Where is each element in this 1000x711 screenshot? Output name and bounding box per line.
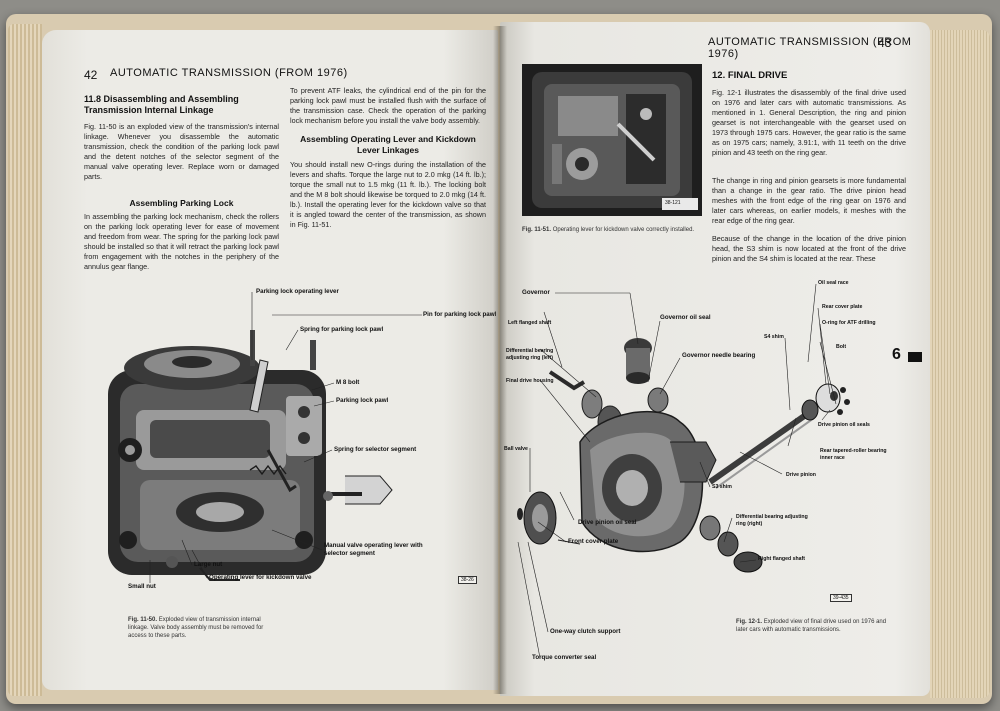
callout-small-nut: Small nut [128,583,156,590]
transmission-linkage-illustration [108,330,393,581]
left-page: 42 AUTOMATIC TRANSMISSION (FROM 1976) 11… [42,30,498,690]
figure-caption-label: Fig. 11-50. [128,617,158,623]
figure-caption: Fig. 12-1. Exploded view of final drive … [736,618,896,634]
parking-lock-body: In assembling the parking lock mechanism… [84,212,279,271]
callout-left-flanged-shaft: Left flanged shaft [508,320,552,326]
callout-manual-valve-operating-lever: Manual valve operating lever with select… [324,542,423,557]
page-stack-right [930,30,990,698]
callout-governor-oil-seal: Governor oil seal [660,314,711,321]
final-drive-para-1: Fig. 12-1 illustrates the disassembly of… [712,88,906,157]
callout-parking-lock-operating-lever: Parking lock operating lever [256,288,339,295]
chapter-tab-number: 6 [892,346,901,363]
callout-rear-tapered-roller-race: Rear tapered-roller bearing inner race [820,448,887,461]
callout-diff-bearing-ring-left: Differential bearing adjusting ring (lef… [506,348,554,361]
left-figure-leader-lines [149,292,422,583]
callout-oil-seal-race: Oil seal race [818,280,849,286]
operating-lever-body: You should install new O-rings during th… [290,160,486,229]
callout-diff-bearing-ring-right: Differential bearing adjusting ring (rig… [736,514,808,527]
photo-code: 38-121 [665,200,681,206]
chapter-tab-mark [908,352,922,362]
callout-one-way-clutch-support: One-way clutch support [550,628,621,635]
callout-drive-pinion: Drive pinion [786,472,816,478]
subheading-operating-lever: Assembling Operating Lever and Kickdown … [300,134,476,155]
callout-final-drive-housing: Final drive housing [506,378,554,384]
section-body: Fig. 11-50 is an exploded view of the tr… [84,122,279,181]
callout-ball-valve: Ball valve [504,446,528,452]
column2-body: To prevent ATF leaks, the cylindrical en… [290,86,486,125]
callout-operating-lever-kickdown-valve: Operating lever for kickdown valve [209,574,312,581]
photo-caption-label: Fig. 11-51. [522,227,552,233]
callout-governor-needle-bearing: Governor needle bearing [682,352,756,359]
figure-caption-label: Fig. 12-1. [736,619,763,625]
callout-torque-converter-seal: Torque converter seal [532,654,597,661]
callout-spring-selector-segment: Spring for selector segment [334,446,417,453]
callout-o-ring-atf-drilling: O-ring for ATF drilling [822,320,876,326]
callout-parking-lock-pawl: Parking lock pawl [336,397,389,404]
right-figure-leader-lines [517,283,837,659]
section-title: 12. FINAL DRIVE [712,70,788,81]
callout-large-nut: Large nut [194,561,223,568]
page-number: 42 [84,68,98,82]
book-gutter [493,26,507,694]
right-page: AUTOMATIC TRANSMISSION (FROM 1976) 43 38… [500,22,930,696]
callout-m8-bolt: M 8 bolt [336,379,360,386]
callout-governor: Governor [522,289,550,296]
callout-front-cover-plate: Front cover plate [568,538,619,545]
callout-drive-pinion-oil-seals: Drive pinion oil seals [818,422,870,428]
running-header: AUTOMATIC TRANSMISSION (FROM 1976) [110,67,348,79]
figure-caption: Fig. 11-50. Exploded view of transmissio… [128,616,278,640]
callout-s3-shim: S3 shim [712,484,732,490]
callout-rear-cover-plate: Rear cover plate [822,304,863,310]
page-stack-left [8,24,42,696]
figure-code: 39-435 [830,594,852,602]
chapter-tab: 6 [892,346,926,372]
running-header: AUTOMATIC TRANSMISSION (FROM 1976) [708,36,912,60]
kickdown-lever-photo [522,64,702,216]
callout-spring-parking-lock-pawl: Spring for parking lock pawl [300,326,384,333]
page-number: 43 [878,36,892,50]
photo-caption: Fig. 11-51. Operating lever for kickdown… [522,226,702,234]
subheading-parking-lock: Assembling Parking Lock [129,198,234,208]
final-drive-para-2: The change in ring and pinion gearsets i… [712,176,906,225]
callout-right-flanged-shaft: Right flanged shaft [758,556,805,562]
callout-bolt: Bolt [836,344,847,350]
figure-caption-text: Exploded view of transmission internal l… [128,617,264,639]
section-title: 11.8 Disassembling and Assembling Transm… [84,94,239,115]
final-drive-illustration [517,338,850,573]
callout-drive-pinion-oil-seal: Drive pinion oil seal [578,519,637,526]
final-drive-para-3: Because of the change in the location of… [712,234,906,263]
callout-s4-shim: S4 shim [764,334,784,340]
photo-caption-text: Operating lever for kickdown valve corre… [552,227,695,233]
figure-code: 38-26 [458,576,477,584]
callout-pin-parking-lock-pawl: Pin for parking lock pawl [423,311,497,318]
figure-caption-text: Exploded view of final drive used on 197… [736,619,887,633]
